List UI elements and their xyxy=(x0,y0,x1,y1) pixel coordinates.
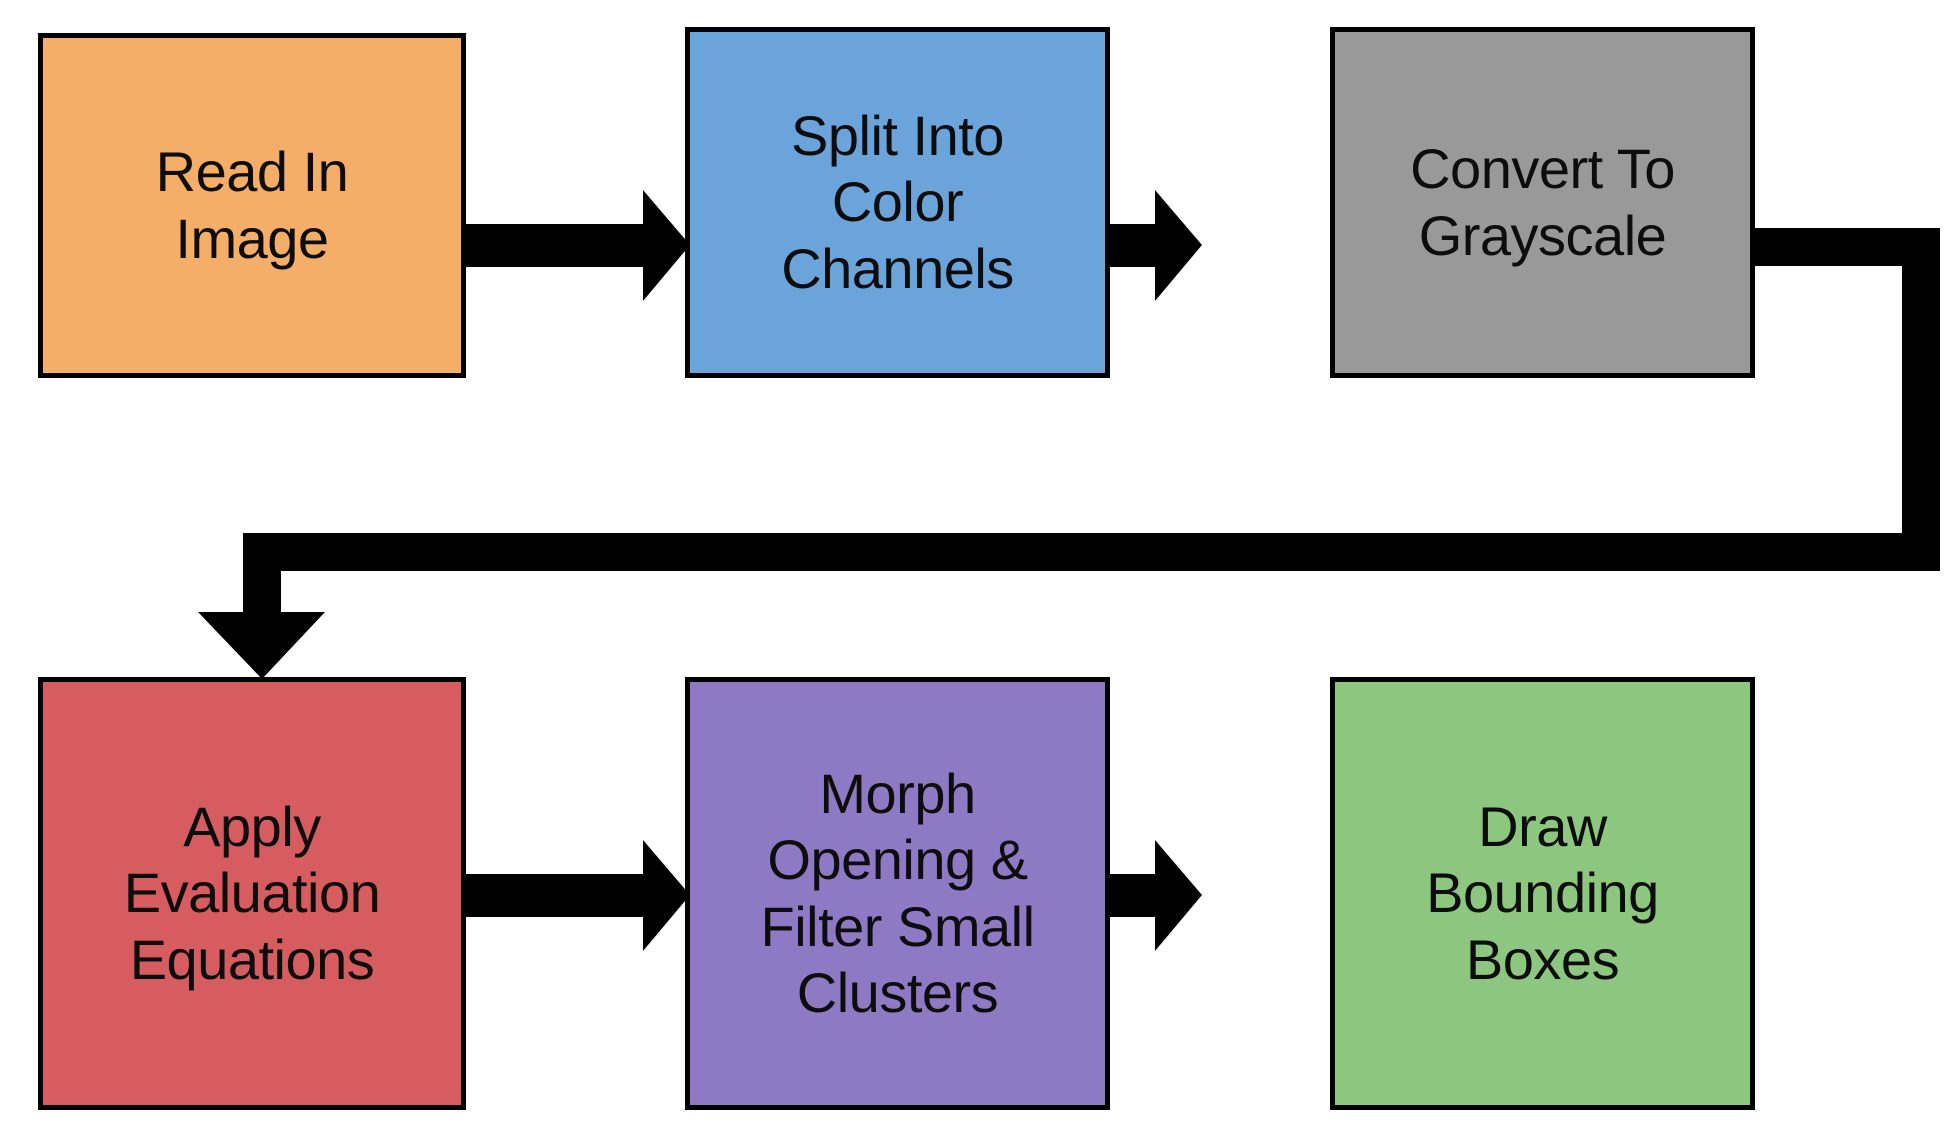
edge-apply-evaluation-equations-to-morph-opening xyxy=(466,840,690,951)
node-read-in-image-label: Read In Image xyxy=(155,140,349,270)
node-convert-to-grayscale-label: Convert To Grayscale xyxy=(1410,137,1675,267)
node-morph-opening-filter-small-clusters[interactable]: Morph Opening & Filter Small Clusters xyxy=(685,677,1110,1110)
node-morph-opening-filter-small-clusters-label: Morph Opening & Filter Small Clusters xyxy=(760,762,1035,1024)
node-split-into-color-channels-label: Split Into Color Channels xyxy=(781,104,1014,300)
node-draw-bounding-boxes-label: Draw Bounding Boxes xyxy=(1426,795,1659,991)
node-apply-evaluation-equations[interactable]: Apply Evaluation Equations xyxy=(38,677,466,1110)
node-convert-to-grayscale[interactable]: Convert To Grayscale xyxy=(1330,27,1755,378)
edge-read-in-image-to-split-into-color-channels xyxy=(466,190,690,301)
node-draw-bounding-boxes[interactable]: Draw Bounding Boxes xyxy=(1330,677,1755,1110)
node-read-in-image[interactable]: Read In Image xyxy=(38,33,466,378)
node-split-into-color-channels[interactable]: Split Into Color Channels xyxy=(685,27,1110,378)
node-apply-evaluation-equations-label: Apply Evaluation Equations xyxy=(123,795,381,991)
